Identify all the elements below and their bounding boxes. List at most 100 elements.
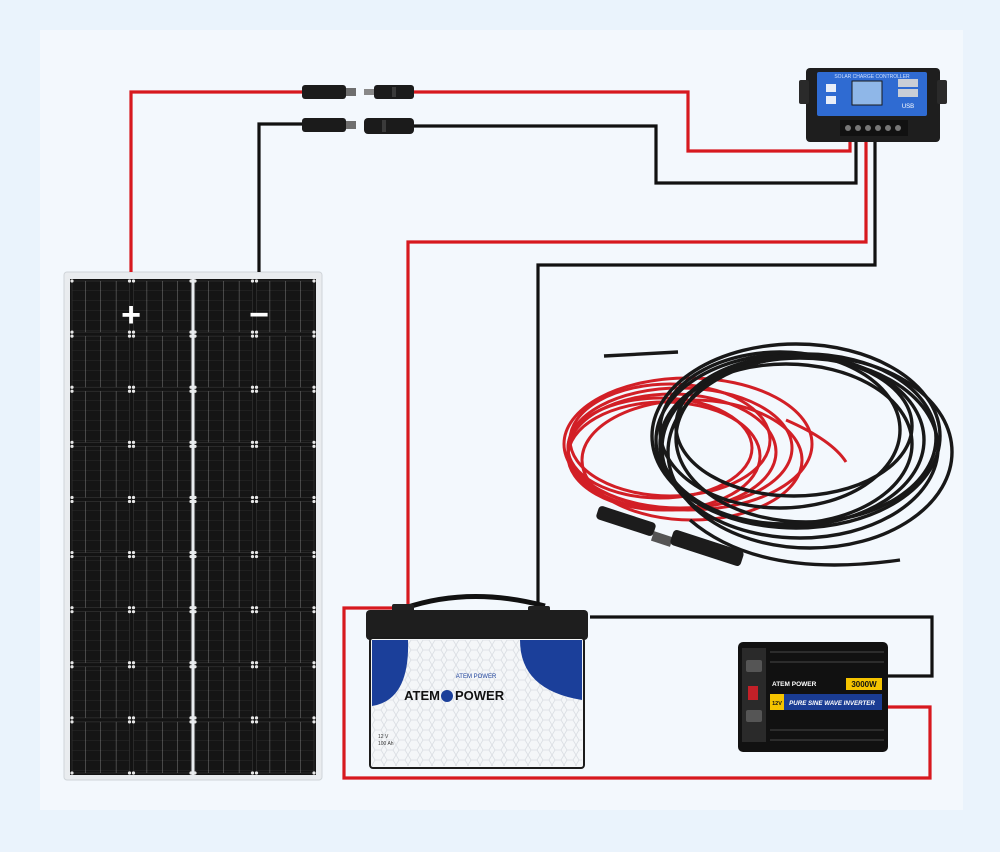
battery-positive-wire xyxy=(406,140,868,604)
inverter-voltage-badge: 12V xyxy=(772,701,782,707)
cell-corner xyxy=(70,661,74,665)
cell-corner xyxy=(254,279,259,283)
cell-corner xyxy=(312,661,316,665)
cell-corner xyxy=(250,440,255,444)
cell-corner xyxy=(70,610,74,614)
cell-corner xyxy=(254,716,259,720)
positive-terminal-label: + xyxy=(121,296,141,334)
cell-corner xyxy=(70,606,74,610)
cell-corner xyxy=(127,606,132,610)
cell-corner xyxy=(250,499,255,504)
cell-corner xyxy=(254,444,259,448)
cell-corner xyxy=(250,554,255,559)
cell-corner xyxy=(127,665,132,669)
controller-terminals xyxy=(840,120,908,136)
wires xyxy=(129,90,934,780)
cell-corner xyxy=(127,495,132,500)
cell-corner xyxy=(312,610,316,614)
cell-corner xyxy=(131,550,136,555)
inverter-product-line: PURE SINE WAVE INVERTER xyxy=(789,700,875,707)
cell-corner xyxy=(127,279,132,283)
cell-corner xyxy=(131,554,136,559)
battery-lid xyxy=(366,610,588,640)
cell-corner xyxy=(250,495,255,500)
cell-corner xyxy=(131,606,136,610)
cell-corner xyxy=(250,550,255,555)
charge-controller: SOLAR CHARGE CONTROLLER USB xyxy=(799,68,947,142)
mc4-connector-positive xyxy=(302,85,414,99)
cell-corner xyxy=(254,330,259,334)
cell-corner xyxy=(127,334,132,338)
red-cable-coil xyxy=(562,376,848,522)
cell-corner xyxy=(312,330,316,334)
panel-negative-wire xyxy=(257,122,303,272)
outlet-icon xyxy=(746,660,762,672)
cell-corner xyxy=(250,610,255,614)
pv-positive-wire xyxy=(414,90,852,153)
cell-corner xyxy=(254,499,259,504)
cell-corner xyxy=(70,720,74,724)
cell-corner xyxy=(250,334,255,338)
cell-corner xyxy=(131,661,136,665)
cell-corner xyxy=(312,495,316,500)
cell-corner xyxy=(70,550,74,555)
cell-corner xyxy=(131,444,136,448)
cell-corner xyxy=(131,279,136,283)
inverter-rating-badge xyxy=(846,678,882,690)
cell-corner xyxy=(254,771,259,775)
battery-accent-right xyxy=(520,640,582,700)
cell-corner xyxy=(131,716,136,720)
cell-corner xyxy=(254,610,259,614)
inverter-product-band xyxy=(770,694,882,710)
cell-corner xyxy=(131,771,136,775)
cell-corner xyxy=(131,665,136,669)
cell-corner xyxy=(70,554,74,559)
inverter-positive-wire xyxy=(342,606,932,780)
usb-port-icon xyxy=(898,89,918,97)
cell-corner xyxy=(127,661,132,665)
cell-corner xyxy=(131,334,136,338)
cell-corner xyxy=(127,550,132,555)
cell-corner xyxy=(254,665,259,669)
cell-corner xyxy=(250,279,255,283)
cell-corner xyxy=(250,606,255,610)
cell-corner xyxy=(70,444,74,448)
negative-terminal-label: − xyxy=(249,296,269,334)
cell-corner xyxy=(70,279,74,283)
controller-status-icon xyxy=(826,84,836,92)
cable-mc4-connector xyxy=(596,506,744,567)
cell-corner xyxy=(312,720,316,724)
battery-logo-icon xyxy=(441,690,453,702)
cell-corner xyxy=(254,720,259,724)
cell-corner xyxy=(312,550,316,555)
cell-corner xyxy=(254,550,259,555)
cell-corner xyxy=(312,444,316,448)
mc4-connector-negative xyxy=(302,118,414,134)
battery-spec-capacity: 100 Ah xyxy=(378,741,394,747)
inverter-voltage-badge-bg xyxy=(770,694,784,710)
cell-corner xyxy=(131,495,136,500)
pv-negative-wire xyxy=(414,124,858,185)
cell-corner xyxy=(131,499,136,504)
cell-corner xyxy=(131,389,136,393)
cell-corner xyxy=(312,771,316,775)
cell-corner xyxy=(312,499,316,504)
inverter-rating: 3000W xyxy=(851,680,877,689)
cell-corner xyxy=(254,495,259,500)
cell-corner xyxy=(127,330,132,334)
cell-corner xyxy=(254,554,259,559)
battery-brand-left: ATEM xyxy=(404,688,440,703)
cell-corner xyxy=(70,334,74,338)
cell-corner xyxy=(70,389,74,393)
cell-corner xyxy=(127,610,132,614)
cell-corner xyxy=(312,665,316,669)
inverter-brand: ATEM POWER xyxy=(772,681,817,688)
cell-corner xyxy=(131,440,136,444)
cell-corner xyxy=(312,606,316,610)
cell-corner xyxy=(254,661,259,665)
cell-corner xyxy=(250,665,255,669)
cell-corner xyxy=(312,279,316,283)
cell-corner xyxy=(254,440,259,444)
cell-corner xyxy=(127,444,132,448)
